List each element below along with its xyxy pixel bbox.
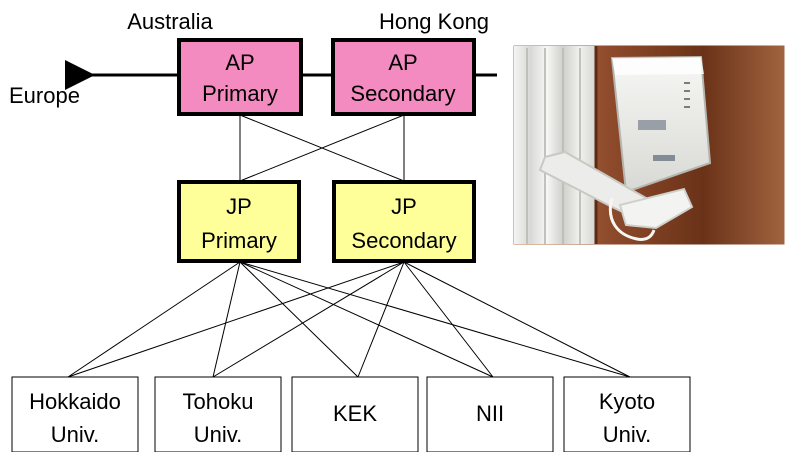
institution-hokkaido-line2: Univ. <box>51 422 100 447</box>
institution-hokkaido: Hokkaido Univ. <box>11 376 139 452</box>
ap-primary-box <box>177 38 303 116</box>
link-jp-primary-kek <box>239 261 359 378</box>
device-brand-mark <box>653 155 675 161</box>
ap-primary-line1: AP <box>225 50 254 75</box>
institution-box-kek <box>291 376 419 452</box>
institution-kyoto-line2: Univ. <box>603 422 652 447</box>
link-jp-secondary-tohoku <box>212 261 405 378</box>
link-jp-secondary-kyoto <box>403 261 631 378</box>
mount-bracket <box>618 187 694 230</box>
device-label-area <box>638 120 666 130</box>
institution-box-tohoku <box>154 376 282 452</box>
curtain-folds <box>526 48 581 244</box>
jp-secondary-line1: JP <box>391 194 417 219</box>
institution-kek: KEK <box>291 376 419 452</box>
institution-box-nii <box>426 376 554 452</box>
jp-primary-line1: JP <box>226 194 252 219</box>
institution-tohoku: Tohoku Univ. <box>154 376 282 452</box>
institution-nii-line1: NII <box>476 401 504 426</box>
jp-institution-links <box>67 261 631 378</box>
link-jp-primary-hokkaido <box>67 261 241 378</box>
jp-secondary-node: JP Secondary <box>332 180 476 263</box>
ap-primary-line2: Primary <box>202 81 278 106</box>
link-jp-secondary-hokkaido <box>67 261 405 378</box>
hong-kong-label: Hong Kong <box>379 9 489 34</box>
device-cable <box>609 197 656 241</box>
jp-primary-box <box>177 180 301 263</box>
ap-secondary-line1: AP <box>388 50 417 75</box>
link-jp-primary-kyoto <box>239 261 631 378</box>
jp-primary-line2: Primary <box>201 228 277 253</box>
link-jp-primary-tohoku <box>212 261 241 378</box>
jp-secondary-box <box>332 180 476 263</box>
link-jp-primary-nii <box>239 261 494 378</box>
ap-secondary-node: AP Secondary <box>331 38 476 116</box>
institution-nii: NII <box>426 376 554 452</box>
australia-label: Australia <box>127 9 213 34</box>
link-ap-secondary-jp-primary <box>239 114 405 182</box>
ap-primary-node: AP Primary <box>177 38 303 116</box>
ap-secondary-line2: Secondary <box>350 81 455 106</box>
link-jp-secondary-nii <box>403 261 494 378</box>
jp-secondary-line2: Secondary <box>351 228 456 253</box>
institution-kyoto: Kyoto Univ. <box>563 376 691 452</box>
institution-tohoku-line1: Tohoku <box>183 389 254 414</box>
institution-kek-line1: KEK <box>333 401 377 426</box>
device-top-face <box>612 57 704 75</box>
institution-box-hokkaido <box>11 376 139 452</box>
institution-kyoto-line1: Kyoto <box>599 389 655 414</box>
institution-tohoku-line2: Univ. <box>194 422 243 447</box>
institution-box-kyoto <box>563 376 691 452</box>
device-photo <box>512 44 786 246</box>
ap-jp-links <box>239 114 405 182</box>
ap-secondary-box <box>331 38 476 116</box>
institution-hokkaido-line1: Hokkaido <box>29 389 121 414</box>
device-status-lights <box>684 82 690 108</box>
jp-primary-node: JP Primary <box>177 180 301 263</box>
europe-label: Europe <box>9 83 80 108</box>
link-jp-secondary-kek <box>357 261 405 378</box>
